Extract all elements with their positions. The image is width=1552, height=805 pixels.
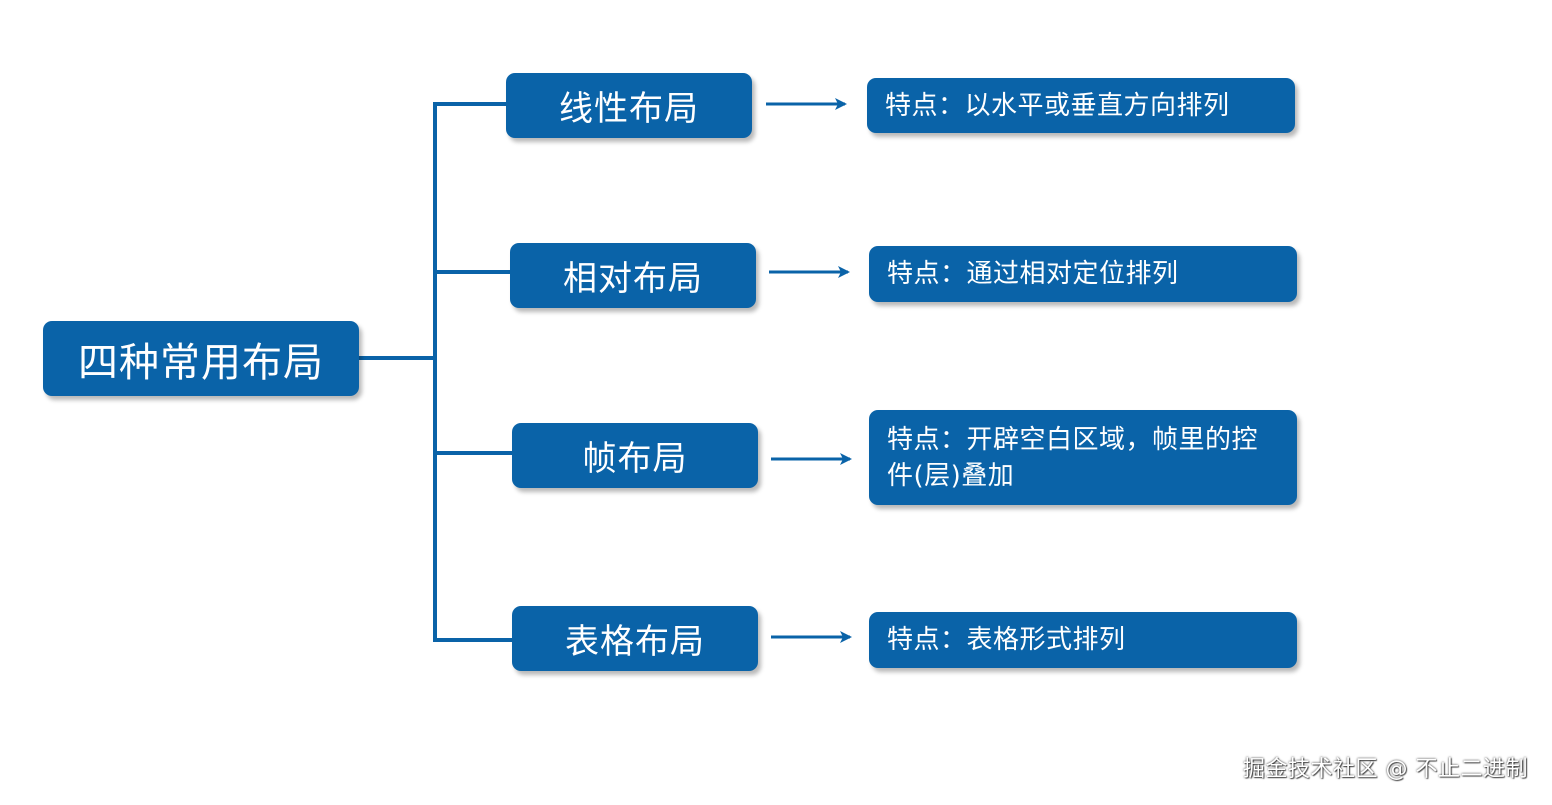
layout-node-label: 相对布局 [563, 259, 703, 299]
feature-node-frame: 特点：开辟空白区域，帧里的控件(层)叠加 [869, 410, 1297, 505]
layout-node-linear: 线性布局 [506, 73, 752, 138]
layout-node-table: 表格布局 [512, 606, 758, 671]
feature-node-linear: 特点：以水平或垂直方向排列 [867, 78, 1295, 133]
feature-node-table: 特点：表格形式排列 [869, 612, 1297, 668]
root-node: 四种常用布局 [43, 321, 359, 396]
layout-node-label: 线性布局 [559, 89, 699, 129]
layout-node-label: 表格布局 [565, 622, 705, 662]
feature-node-relative: 特点：通过相对定位排列 [869, 246, 1297, 302]
feature-node-text: 特点：以水平或垂直方向排列 [885, 90, 1230, 121]
layout-node-frame: 帧布局 [512, 423, 758, 488]
feature-node-text: 特点：通过相对定位排列 [887, 259, 1179, 289]
feature-node-text: 特点：表格形式排列 [887, 625, 1126, 655]
watermark: 掘金技术社区 @ 不止二进制 [1243, 757, 1528, 782]
feature-node-text: 特点：开辟空白区域，帧里的控件(层)叠加 [887, 424, 1259, 491]
layout-node-relative: 相对布局 [510, 243, 756, 308]
root-node-label: 四种常用布局 [78, 339, 324, 386]
layout-node-label: 帧布局 [582, 439, 688, 479]
